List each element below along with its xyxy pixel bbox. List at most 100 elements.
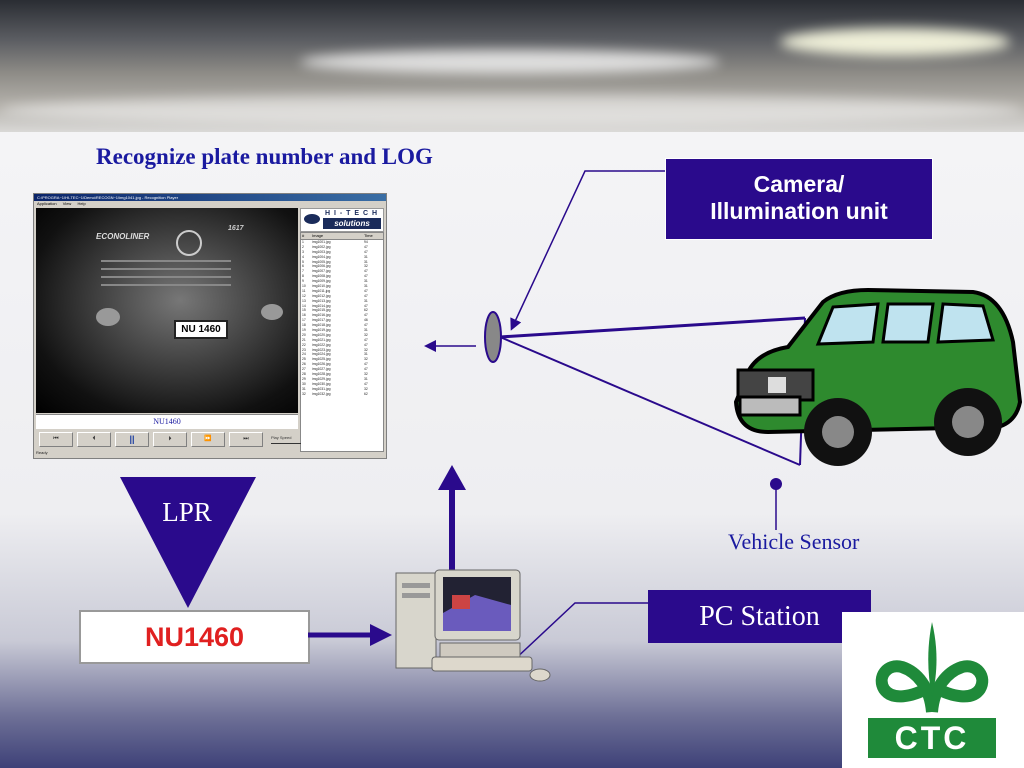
plate-result-box: NU1460 <box>79 610 310 664</box>
menu-view[interactable]: View <box>62 201 72 206</box>
row-number: 5 <box>302 259 304 264</box>
last-frame-button[interactable]: ⏭ <box>229 431 263 447</box>
truck-model-text: 1617 <box>228 225 244 232</box>
row-time: 62 <box>364 391 368 396</box>
row-image: img1030.jpg <box>312 381 331 386</box>
row-image: img1031.jpg <box>312 386 331 391</box>
row-time: 47 <box>364 244 368 249</box>
row-number: 29 <box>302 376 306 381</box>
lpr-label: LPR <box>162 497 212 527</box>
play-button[interactable]: ⏵ <box>153 431 187 447</box>
brand-bottom-text: solutions <box>323 218 381 229</box>
row-image: img1008.jpg <box>312 274 331 279</box>
next-frame-button[interactable]: ⏩ <box>191 431 225 447</box>
camera-callout-line <box>510 170 665 331</box>
list-item[interactable]: 2 img1002.jpg 47 <box>301 245 383 250</box>
col-header-image[interactable]: Image <box>312 233 324 238</box>
pause-button[interactable]: || <box>115 431 149 447</box>
row-image: img1005.jpg <box>312 259 331 264</box>
camera-icon <box>484 311 502 363</box>
row-number: 1 <box>302 240 304 244</box>
col-header-number[interactable]: # <box>302 233 305 238</box>
play-speed-slider[interactable]: Play Speed <box>271 435 301 444</box>
row-image: img1019.jpg <box>312 328 331 333</box>
previous-frame-button[interactable]: ⏴ <box>77 431 111 447</box>
row-time: 47 <box>364 274 368 279</box>
row-number: 9 <box>302 279 304 284</box>
row-number: 27 <box>302 367 306 372</box>
slide-title: Recognize plate number and LOG <box>96 144 433 169</box>
row-image: img1022.jpg <box>312 342 331 347</box>
truck-name-text: ECONOLINER <box>96 232 150 241</box>
row-number: 6 <box>302 264 304 269</box>
row-number: 20 <box>302 332 306 337</box>
pc-station-box: PC Station <box>648 590 871 643</box>
row-number: 23 <box>302 347 306 352</box>
camera-illumination-box: Camera/ Illumination unit <box>665 158 933 240</box>
row-time: 32 <box>364 386 368 391</box>
recognition-player-window[interactable]: C:\PROGRA~1\HI-TEC~1\Demo\RECOGN~1\img10… <box>33 193 387 459</box>
first-frame-button[interactable]: ⏮ <box>39 431 73 447</box>
row-time: 32 <box>364 347 368 352</box>
menu-application[interactable]: Application <box>37 201 57 206</box>
row-time: 31 <box>364 352 368 357</box>
col-header-time[interactable]: Time <box>364 233 373 238</box>
row-image: img1029.jpg <box>312 376 331 381</box>
row-time: 47 <box>364 293 368 298</box>
row-time: 47 <box>364 303 368 308</box>
row-number: 10 <box>302 284 306 289</box>
row-image: img1026.jpg <box>312 362 331 367</box>
vehicle-sensor-icon <box>770 478 782 490</box>
row-number: 2 <box>302 244 304 249</box>
headlight-glow <box>780 28 1010 56</box>
row-image: img1013.jpg <box>312 298 331 303</box>
row-number: 15 <box>302 308 306 313</box>
row-time: 94 <box>364 240 368 244</box>
camera-beam-lower <box>499 336 801 466</box>
menu-help[interactable]: Help <box>77 201 86 206</box>
truck-image-view: ECONOLINER 1617 NU 1460 <box>36 208 298 413</box>
row-time: 31 <box>364 328 368 333</box>
player-title-bar[interactable]: C:\PROGRA~1\HI-TEC~1\Demo\RECOGN~1\img10… <box>34 194 386 201</box>
recognition-result: NU1460 <box>36 414 298 429</box>
row-image: img1002.jpg <box>312 244 331 249</box>
ctc-logo: CTC <box>842 612 1024 768</box>
road-light-streak <box>300 50 720 74</box>
row-time: 31 <box>364 279 368 284</box>
row-number: 4 <box>302 254 304 259</box>
row-image: img1016.jpg <box>312 313 331 318</box>
row-image: img1020.jpg <box>312 332 331 337</box>
